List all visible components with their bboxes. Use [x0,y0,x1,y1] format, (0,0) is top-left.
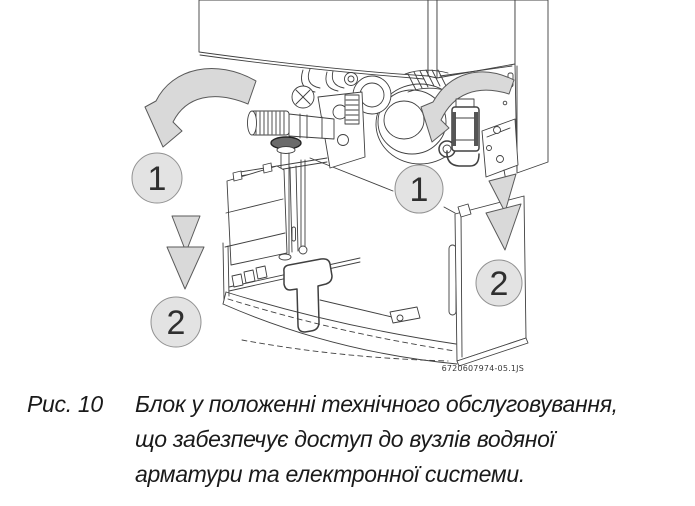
gas-valve [446,98,480,167]
caption-line: Блок у положенні технічного обслуговуван… [135,391,618,417]
spring [344,94,360,125]
caption-line: арматури та електронної системи. [135,461,525,487]
figure-label: Рис. 10 [27,391,103,417]
rod-hook [298,245,308,255]
service-valve-knob [247,110,335,140]
step-number: 1 [148,160,167,198]
hydraulic-assembly [239,68,366,261]
control-bracket [481,118,519,182]
control-panel-back [224,159,308,266]
step-number: 2 [167,304,186,342]
terminal-clip [231,273,244,288]
step-number: 2 [490,265,509,303]
step-badge-1-left: 1 [131,152,183,204]
drawing-number: 6720607974-05.1JS [442,364,524,373]
figure-caption: Рис. 10 Блок у положенні технічного обсл… [27,387,690,492]
terminal-clip [255,265,268,280]
tray-bracket [389,306,421,324]
rotate-arrow-right-icon [420,71,515,143]
screw-dot [502,100,508,106]
center-bracket [283,258,333,333]
air-box-edge [309,157,394,192]
step-number: 1 [410,171,429,209]
step-badge-2-right: 2 [475,259,523,307]
step-badge-1-right: 1 [394,164,444,214]
maintenance-tray [222,159,529,367]
caption-text: Блок у положенні технічного обслуговуван… [135,387,690,492]
down-arrow-right-icon [485,173,522,251]
blower-unit [309,69,465,214]
down-arrow-left-icon [166,215,205,290]
caption-line: що забезпечує доступ до вузлів водяної [135,426,555,452]
terminal-clip [243,269,256,284]
rotate-arrow-left-icon [144,68,257,148]
step-badge-2-left: 2 [150,296,202,348]
gauge [344,72,358,86]
